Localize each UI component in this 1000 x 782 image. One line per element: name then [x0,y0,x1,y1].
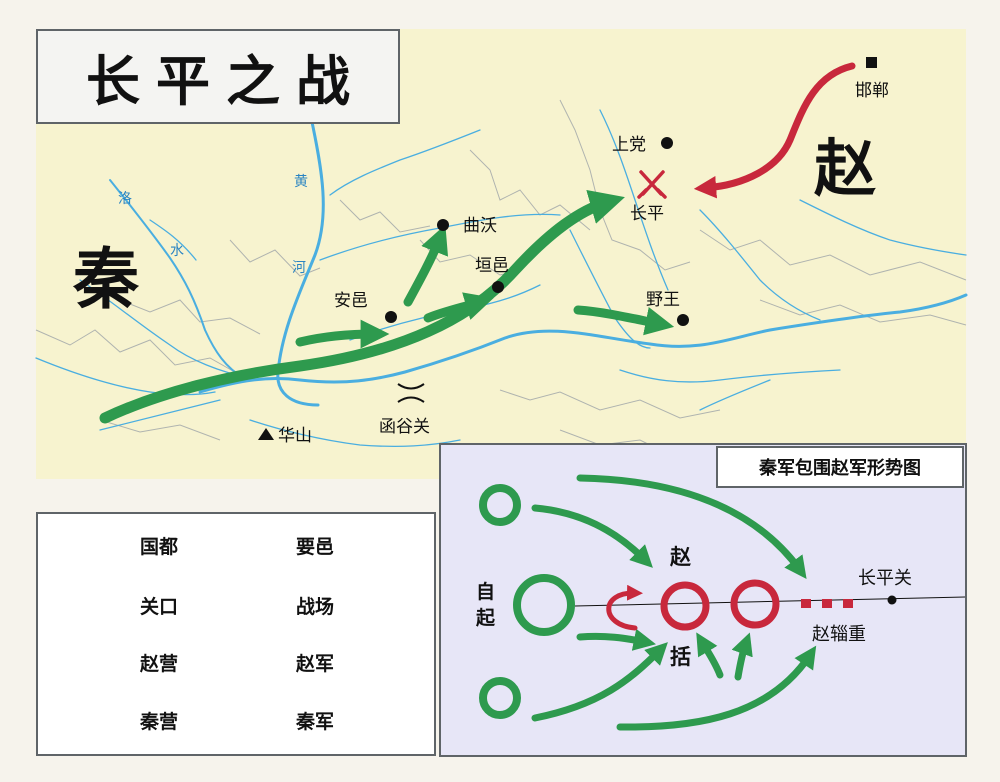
qin-main-arrow [99,189,625,424]
city-marker-quwo [437,219,449,231]
place-label-yewang: 野王 [646,290,680,310]
city-marker-yewang [677,314,689,326]
title-box: 长平之战 [36,29,400,124]
yellow-river-northsouth [276,120,325,407]
legend-label-zhao-army: 赵军 [296,653,335,675]
inset-label-baiqi-1: 自 [476,580,495,603]
place-label-changping: 长平 [630,204,664,224]
river-label-huang-2: 河 [292,260,306,276]
luo-river [109,179,245,379]
zhao-camp-east [730,579,780,629]
city-marker-yuanyi [492,281,504,293]
city-marker-changpingguan [887,595,897,605]
inset-qin-camps [479,484,575,719]
place-label-yuanyi: 垣邑 [475,256,509,276]
legend-label-qin-army: 秦军 [296,711,335,733]
region-zhao: 赵 [814,132,876,205]
inset-label-zhaokuo-1: 赵 [669,545,692,569]
legend-label-capital: 国都 [140,536,179,558]
city-marker-anyi [385,311,397,323]
zhao-army-arrow [693,62,856,199]
legend-box [36,512,436,756]
inset-zhao-camps [660,579,780,631]
battlefield-icon-changping [637,170,667,199]
qin-army-arrows [99,189,675,424]
mountain-marker-huashan [258,428,274,440]
legend-label-pass: 关口 [140,596,179,618]
zhao-camp-west [660,581,710,631]
place-label-huashan: 华山 [278,426,312,446]
yellow-river-eastwest [198,293,968,394]
place-label-hanguguan: 函谷关 [379,417,430,437]
inset-label-baiqi-2: 起 [475,607,496,629]
inset-road [574,596,966,607]
place-label-handan: 邯郸 [855,81,889,101]
qin-arrow-anyi [295,319,390,349]
city-marker-shangdang [661,137,673,149]
inset-qin-arrows [531,474,817,731]
inset-label-zhao-supply: 赵辎重 [812,624,866,645]
inset-label-changpingguan: 长平关 [858,568,912,589]
qin-camp-north [479,484,521,526]
legend-label-zhao-camp: 赵营 [140,653,179,675]
river-label-huang-1: 黄 [294,173,308,190]
region-qin: 秦 [72,241,140,318]
page-title: 长平之战 [86,49,366,113]
pass-marker-hanguguan [397,383,425,403]
legend-label-city: 要邑 [296,536,335,558]
inset-zhao-arrow [606,584,643,631]
river-label-luo-2: 水 [170,243,184,259]
legend-label-battlefield: 战场 [296,596,335,618]
inset-label-zhaokuo-2: 括 [670,645,691,669]
river-label-luo-1: 洛 [118,191,132,207]
qin-arrow-yewang [573,305,675,336]
legend-label-qin-camp: 秦营 [140,711,179,733]
qin-camp-south [479,677,521,719]
capital-marker-handan [866,57,877,68]
place-label-quwo: 曲沃 [463,216,497,236]
place-label-anyi: 安邑 [334,291,368,311]
qin-arrow-yuanyi [423,292,494,323]
qin-camp-center [513,574,575,636]
inset-zhao-supply-dashes [801,599,853,608]
inset-title: 秦军包围赵军形势图 [716,446,964,488]
place-label-shangdang: 上党 [612,135,646,155]
qin-arrow-quwo [403,224,449,307]
